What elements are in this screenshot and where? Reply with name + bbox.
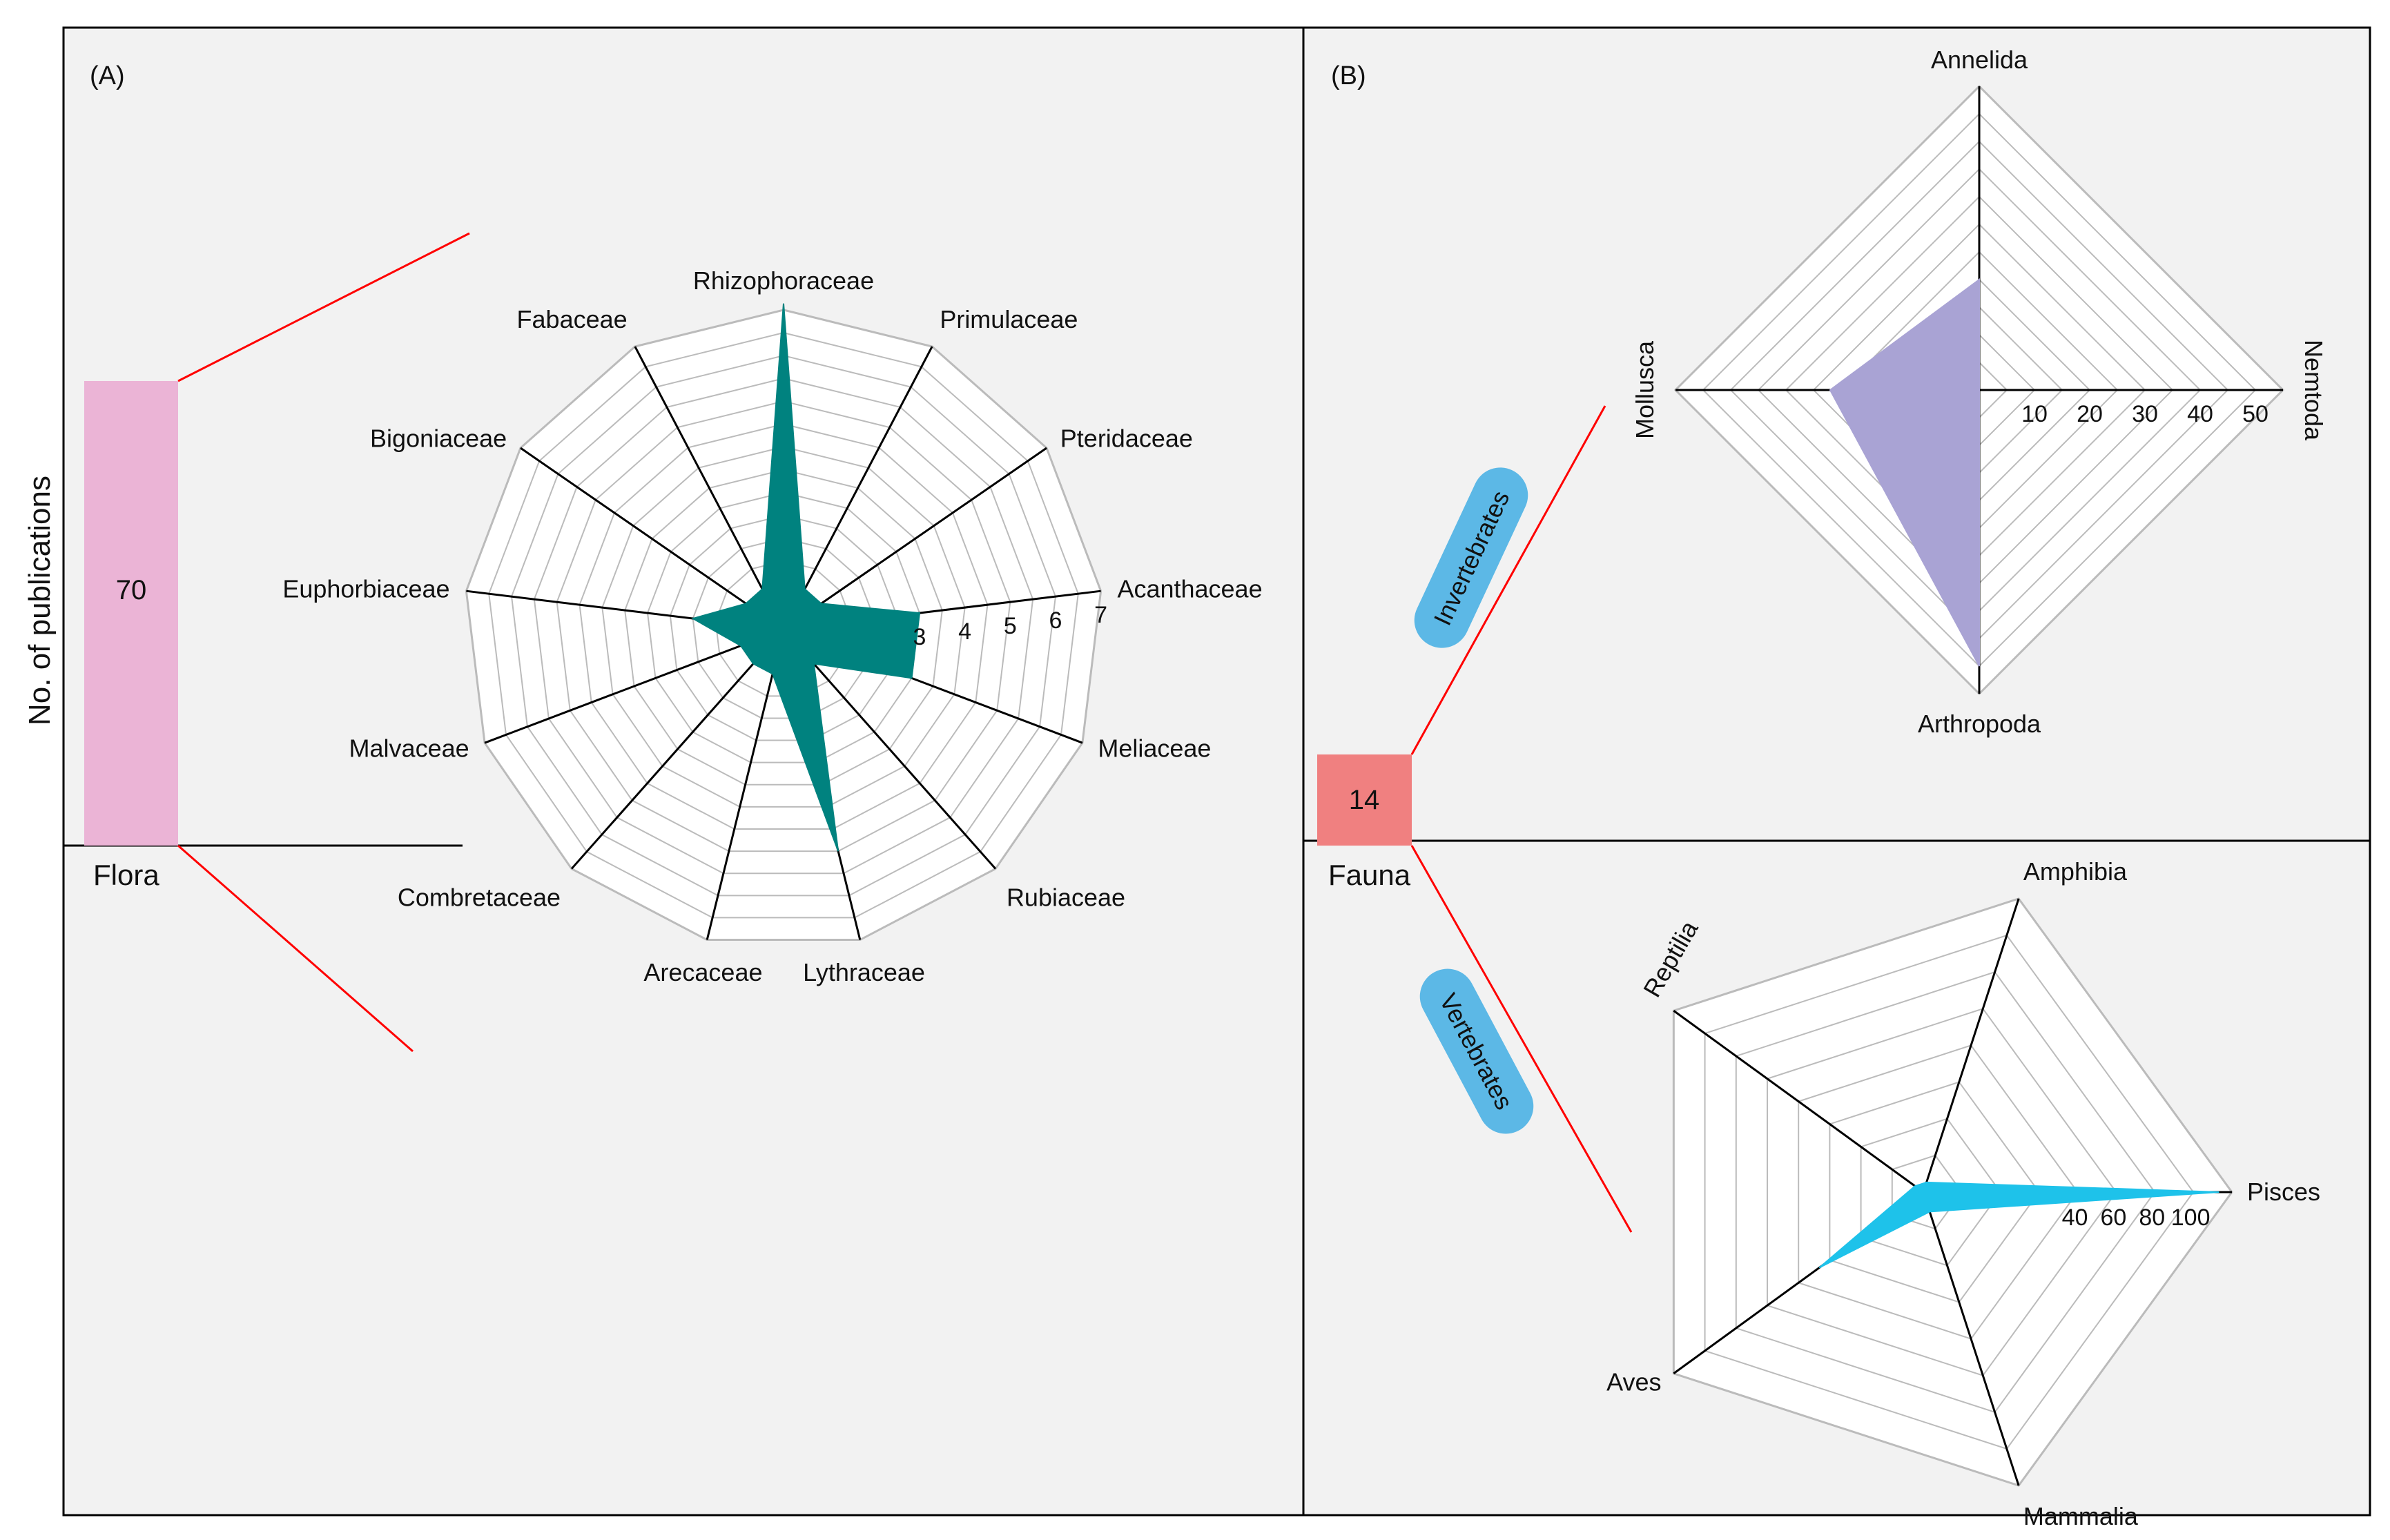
flora-tick-label: 6 — [1049, 607, 1062, 634]
flora-grid-ring — [646, 491, 921, 763]
flora-grid-ring — [579, 423, 989, 830]
vertebrates-category-label: Amphibia — [2023, 857, 2128, 886]
flora-category-label: Rhizophoraceae — [693, 266, 874, 295]
flora-axis-line — [570, 629, 785, 870]
invertebrates-category-label: Mollusca — [1631, 340, 1659, 439]
vertebrates-grid-ring — [1829, 1081, 2040, 1303]
flora-category-label: Bigoniaceae — [370, 424, 507, 452]
vertebrates-tick-label: 60 — [2100, 1205, 2126, 1231]
flora-category-label: Pteridaceae — [1060, 424, 1193, 452]
vertebrates-connector — [1410, 845, 1633, 1233]
flora-tick-label: 7 — [1094, 602, 1107, 628]
vertebrates-category-label: Pisces — [2247, 1178, 2320, 1206]
flora-grid-ring — [511, 355, 1056, 897]
flora-category-label: Primulaceae — [940, 305, 1078, 333]
vertebrates-grid-ring — [1735, 971, 2156, 1414]
fauna-total: 14 — [1349, 785, 1380, 815]
vertebrates-pill-shape — [1419, 968, 1534, 1134]
flora-axis-line — [484, 628, 784, 744]
flora-connector-top — [177, 232, 470, 382]
flora-category-label: Euphorbiaceae — [282, 574, 449, 603]
flora-axis-line — [706, 629, 785, 940]
invertebrates-connector — [1410, 405, 1606, 755]
flora-connector-bottom — [177, 844, 414, 1053]
vertebrates-grid-ring — [1798, 1044, 2079, 1340]
invertebrates-category-label: Nemtoda — [2300, 340, 2328, 441]
flora-grid-ring — [556, 400, 1011, 852]
flora-grid-ring — [624, 469, 943, 786]
flora-grid-ring — [488, 332, 1079, 919]
vertebrates-grid-ring — [1766, 1008, 2117, 1376]
vertebrates-tick-label: 80 — [2139, 1205, 2165, 1231]
invertebrates-tick-label: 10 — [2021, 401, 2048, 427]
flora-grid-ring — [692, 537, 875, 719]
vertebrates-category-label: Aves — [1606, 1368, 1661, 1396]
flora-grid-ring — [601, 446, 966, 808]
invertebrates-data-area — [1829, 278, 1980, 667]
y-axis-label: No. of publications — [23, 476, 57, 725]
invertebrates-category-label: Annelida — [1931, 46, 2028, 74]
flora-tick-label: 5 — [1004, 613, 1017, 639]
vertebrates-grid-ring — [1860, 1118, 2001, 1267]
flora-tick-label: 3 — [913, 624, 926, 650]
flora-axis-line — [782, 346, 933, 630]
vertebrates-axis-line — [1922, 1191, 2020, 1486]
vertebrates-category-label: Mammalia — [2023, 1502, 2139, 1530]
flora-axis-line — [520, 447, 784, 631]
flora-tick-label: 4 — [958, 618, 971, 645]
flora-total: 70 — [116, 575, 147, 605]
flora-bar — [84, 381, 178, 846]
invertebrates-category-label: Arthropoda — [1918, 710, 2041, 738]
flora-category-label: Lythraceae — [803, 958, 925, 986]
flora-category-label: Meliaceae — [1098, 734, 1211, 763]
fauna-bar — [1317, 754, 1412, 846]
panel-a-label: (A) — [90, 61, 125, 90]
flora-grid-ring — [669, 514, 898, 741]
invertebrates-tick-label: 40 — [2187, 401, 2213, 427]
panel-b-label: (B) — [1331, 61, 1366, 90]
invertebrates-tick-label: 30 — [2132, 401, 2158, 427]
invertebrates-pill-shape — [1414, 467, 1528, 648]
flora-axis-line — [634, 346, 785, 630]
flora-category-label: Arecaceae — [643, 958, 762, 986]
flora-axis-line — [782, 629, 997, 870]
vertebrates-tick-label: 40 — [2062, 1205, 2088, 1231]
flora-grid-ring — [533, 378, 1034, 875]
flora-label: Flora — [93, 859, 159, 891]
flora-category-label: Malvaceae — [349, 734, 469, 763]
flora-axis-line — [783, 447, 1047, 631]
flora-category-label: Acanthaceae — [1117, 574, 1262, 603]
flora-data-area — [691, 303, 921, 852]
vertebrates-axis-line — [1922, 898, 2020, 1193]
fauna-label: Fauna — [1328, 859, 1411, 891]
flora-category-label: Rubiaceae — [1007, 884, 1125, 912]
vertebrates-tick-label: 100 — [2171, 1205, 2211, 1231]
invertebrates-tick-label: 50 — [2242, 401, 2268, 427]
flora-category-label: Combretaceae — [398, 884, 561, 912]
flora-category-label: Fabaceae — [517, 305, 628, 333]
vertebrates-axis-line — [1673, 1010, 1924, 1193]
invertebrates-tick-label: 20 — [2077, 401, 2103, 427]
vertebrates-grid-ring — [1704, 934, 2195, 1450]
radar-chart-flora: RhizophoraceaePrimulaceaePteridaceaeAcan… — [282, 266, 1262, 986]
vertebrates-data-area — [1818, 1181, 2219, 1269]
